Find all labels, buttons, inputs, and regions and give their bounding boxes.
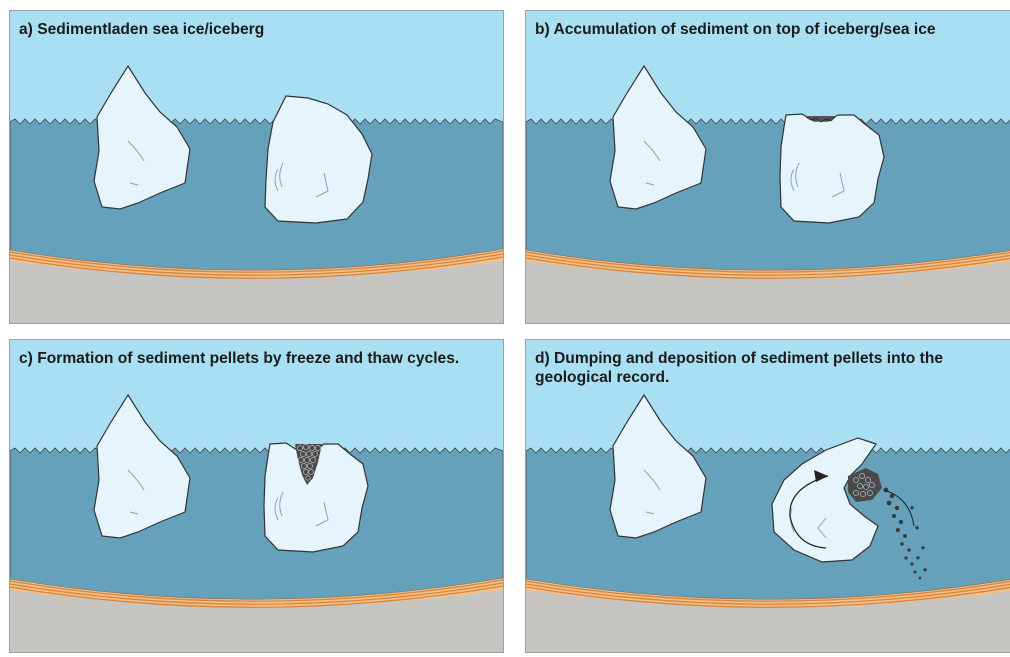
panel-caption: b) Accumulation of sediment on top of ic… <box>535 20 1007 39</box>
panel-caption: a) Sedimentladen sea ice/iceberg <box>19 20 491 39</box>
panel-caption: d) Dumping and deposition of sediment pe… <box>535 349 1007 387</box>
scene-c <box>10 340 503 652</box>
panel-d: d) Dumping and deposition of sediment pe… <box>525 339 1010 653</box>
panel-b: b) Accumulation of sediment on top of ic… <box>525 10 1010 324</box>
panel-c: c) Formation of sediment pellets by free… <box>9 339 504 653</box>
scene-b <box>526 11 1010 323</box>
iceberg-right <box>780 114 884 223</box>
scene-a <box>10 11 503 323</box>
panel-a: a) Sedimentladen sea ice/iceberg <box>9 10 504 324</box>
panel-caption: c) Formation of sediment pellets by free… <box>19 349 491 368</box>
iceberg-right <box>264 443 368 552</box>
